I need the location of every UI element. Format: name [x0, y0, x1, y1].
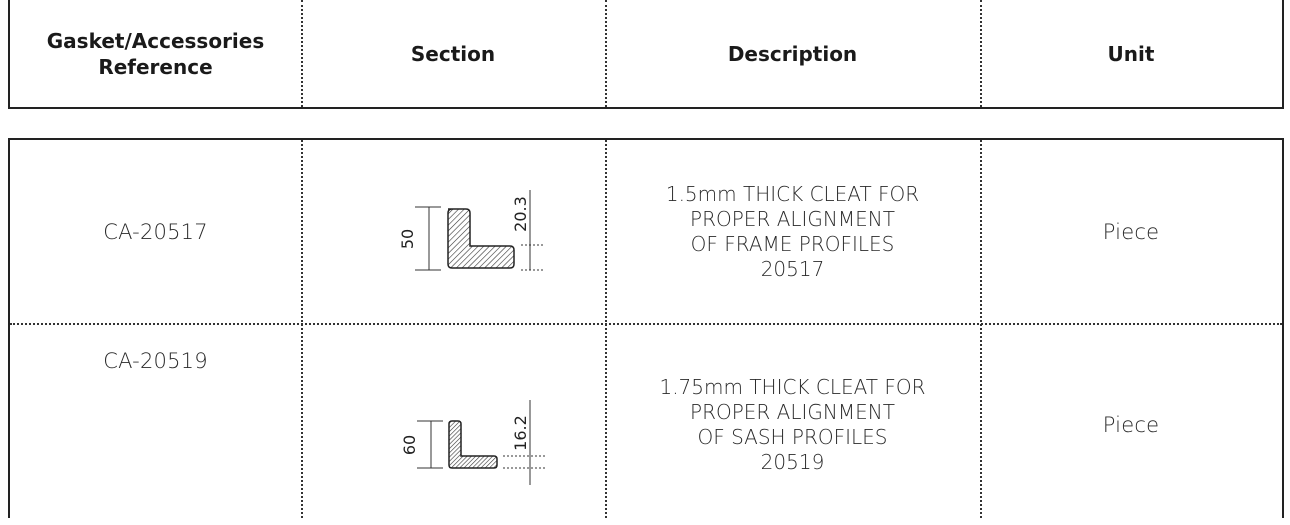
header-description-cell: Description — [605, 0, 980, 107]
section-leg-dimension: 20.3 — [511, 196, 530, 232]
l-cleat-section-icon: 60 16.2 — [400, 400, 545, 485]
reference-cell: CA-20519 — [10, 325, 301, 525]
reference-code: CA-20519 — [103, 349, 208, 373]
table-row: CA-20517 50 20.3 — [10, 140, 1282, 323]
unit-text: Piece — [1102, 413, 1160, 437]
description-cell: 1.5mm THICK CLEAT FOR PROPER ALIGNMENT O… — [605, 140, 980, 323]
reference-code: CA-20517 — [103, 219, 208, 244]
table-header: Gasket/Accessories Reference Section Des… — [8, 0, 1284, 109]
section-cell: 60 16.2 — [301, 325, 605, 525]
header-section-cell: Section — [301, 0, 605, 107]
section-height-dimension: 50 — [398, 229, 417, 249]
section-leg-dimension: 16.2 — [511, 415, 530, 451]
table-row: CA-20519 60 16.2 — [10, 325, 1282, 525]
description-cell: 1.75mm THICK CLEAT FOR PROPER ALIGNMENT … — [605, 325, 980, 525]
unit-cell: Piece — [980, 140, 1282, 323]
header-section-label: Section — [410, 41, 496, 66]
column-divider — [980, 140, 982, 518]
reference-cell: CA-20517 — [10, 140, 301, 323]
header-reference-cell: Gasket/Accessories Reference — [10, 0, 301, 107]
header-description-label: Description — [727, 41, 858, 66]
l-cleat-section-icon: 50 20.3 — [398, 190, 545, 271]
unit-text: Piece — [1102, 219, 1160, 244]
header-unit-cell: Unit — [980, 0, 1282, 107]
column-divider — [605, 140, 607, 518]
description-text: 1.5mm THICK CLEAT FOR PROPER ALIGNMENT O… — [665, 181, 920, 281]
unit-cell: Piece — [980, 325, 1282, 525]
header-unit-label: Unit — [1107, 41, 1155, 66]
table-body: CA-20517 50 20.3 — [8, 138, 1284, 518]
column-divider — [980, 0, 982, 107]
column-divider — [301, 0, 303, 107]
row-divider — [10, 323, 1282, 325]
section-cell: 50 20.3 — [301, 140, 605, 323]
column-divider — [605, 0, 607, 107]
column-divider — [301, 140, 303, 518]
description-text: 1.75mm THICK CLEAT FOR PROPER ALIGNMENT … — [659, 375, 926, 474]
section-height-dimension: 60 — [400, 435, 419, 455]
header-reference-label: Gasket/Accessories Reference — [46, 28, 265, 79]
